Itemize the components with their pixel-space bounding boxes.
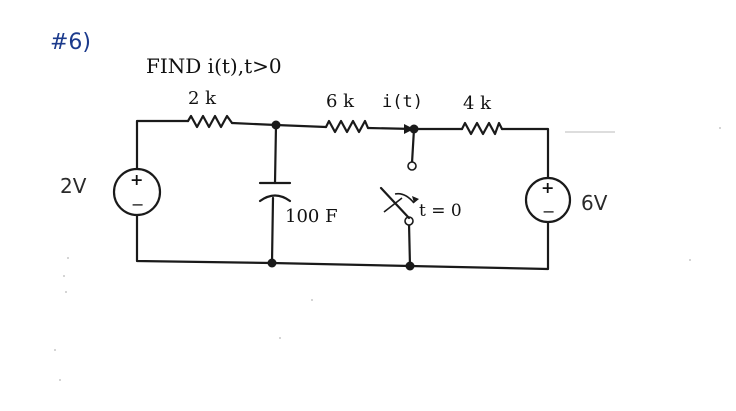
find-instruction: FIND i(t),t>0 [146, 54, 282, 78]
capacitor-label: 100 F [285, 206, 338, 227]
right-source-minus: − [542, 202, 555, 221]
current-arrow-icon [404, 124, 414, 134]
problem-number: #6) [50, 30, 91, 55]
r3-label: 4 k [463, 93, 492, 114]
left-source-value: 2V [60, 174, 87, 198]
scan-specks [54, 127, 721, 381]
left-source-minus: − [131, 195, 144, 214]
right-source-value: 6V [581, 191, 608, 215]
circuit-wires [135, 119, 550, 271]
r1-label: 2 k [188, 88, 217, 109]
junction-node [267, 258, 277, 268]
switch-arrow-icon [412, 196, 419, 203]
switch-symbol [379, 161, 419, 226]
left-voltage-source: + − [112, 167, 162, 217]
capacitor-symbol [258, 181, 292, 203]
junction-node [409, 124, 419, 134]
resistor-2k [186, 114, 234, 129]
current-label: i(t) [382, 92, 423, 112]
resistor-6k [324, 119, 370, 134]
left-source-plus: + [130, 170, 143, 189]
right-source-plus: + [541, 178, 554, 197]
switch-time-label: t = 0 [419, 201, 462, 221]
junction-node [405, 261, 415, 271]
resistor-4k [460, 121, 504, 136]
right-voltage-source: + − [524, 176, 572, 224]
junction-node [271, 120, 281, 130]
r2-label: 6 k [326, 91, 355, 112]
